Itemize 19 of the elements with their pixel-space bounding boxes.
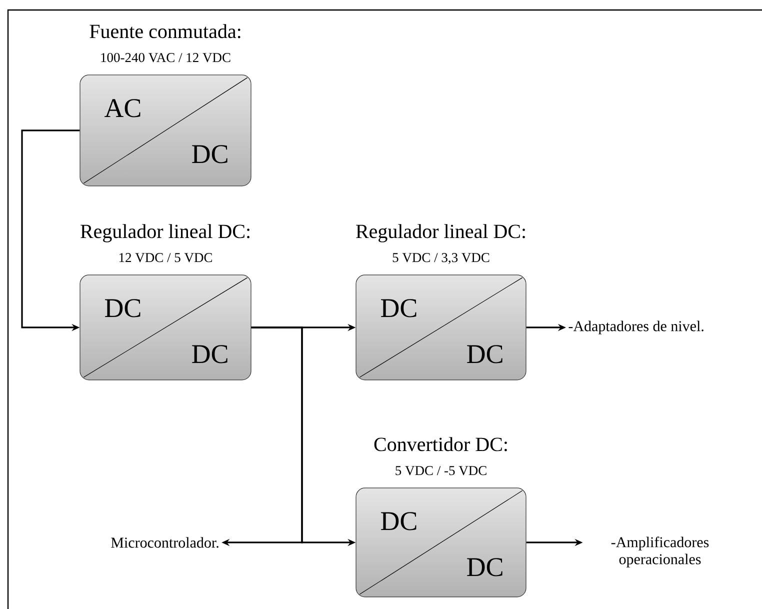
input-label: DC [381, 512, 416, 530]
block-title: Regulador lineal DC: [356, 224, 525, 242]
voltage-label: 5 VDC / -5 VDC [396, 466, 486, 476]
input-label: DC [105, 299, 140, 318]
input-label: DC [381, 299, 416, 318]
voltage-label: 5 VDC / 3,3 VDC [392, 253, 490, 264]
load-label: -Amplificadores operacionales [611, 536, 709, 568]
load-label: -Adaptadores de nivel. [568, 320, 704, 334]
block-title: Fuente conmutada: [90, 24, 240, 38]
input-label: AC [104, 99, 140, 118]
output-label: DC [467, 345, 502, 364]
output-label: DC [192, 145, 228, 164]
load-label: Microcontrolador. [111, 537, 218, 548]
block-title: Regulador lineal DC: [80, 224, 250, 242]
voltage-label: 100-240 VAC / 12 VDC [101, 53, 230, 62]
voltage-label: 12 VDC / 5 VDC [119, 253, 212, 262]
block-title: Convertidor DC: [374, 437, 507, 452]
output-label: DC [192, 345, 228, 364]
output-label: DC [467, 558, 502, 576]
